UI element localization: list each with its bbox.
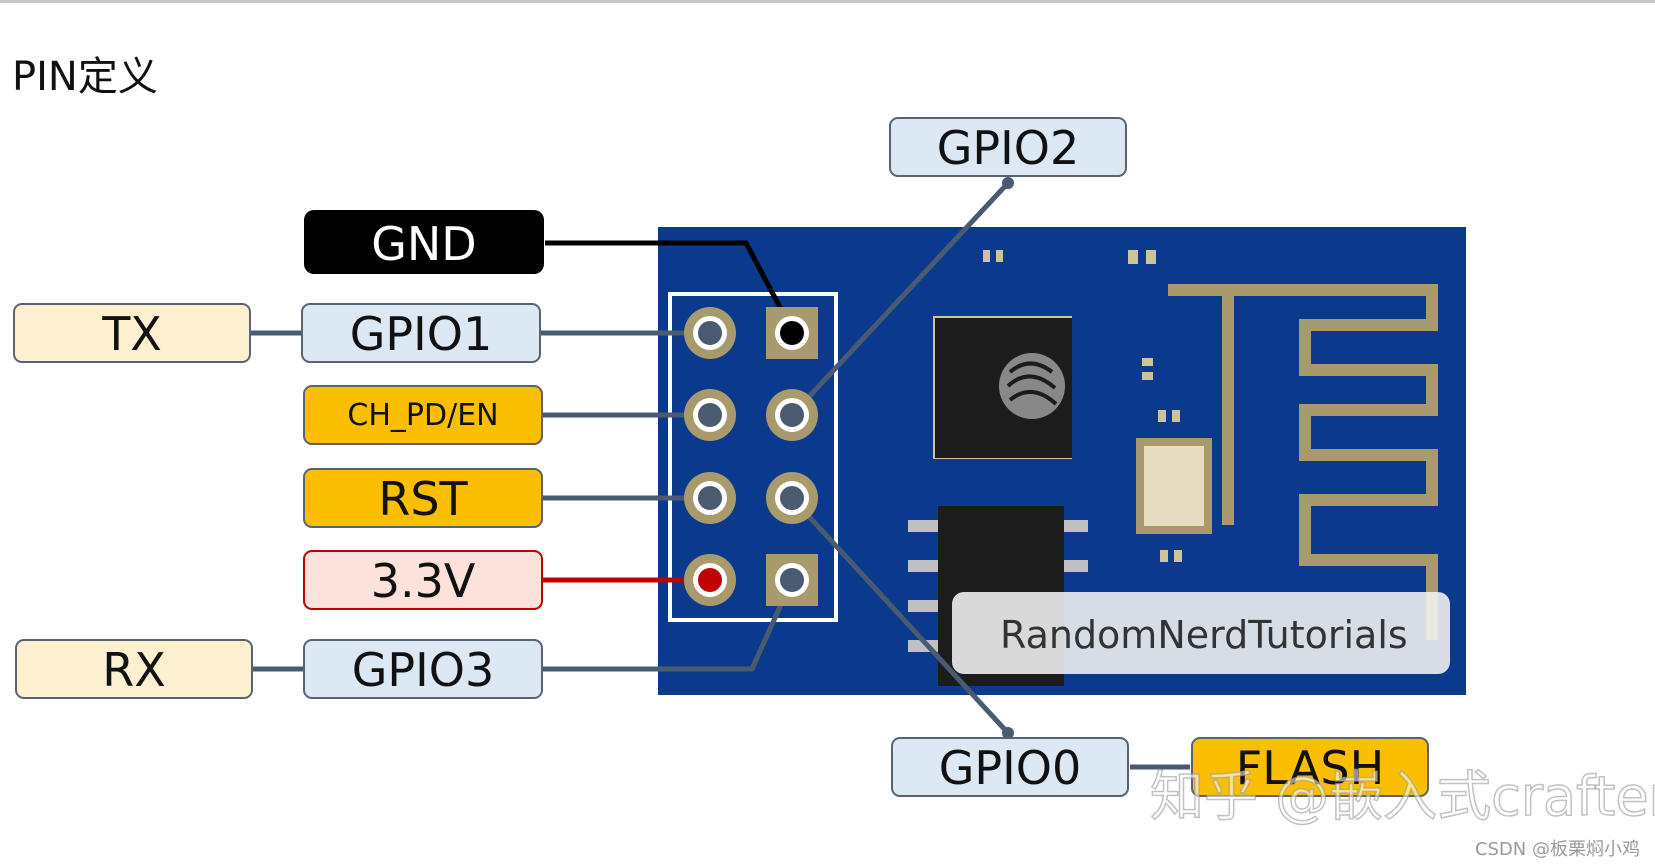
label-rst: RST [303, 468, 543, 528]
label-gnd: GND [304, 210, 544, 274]
top-rule [0, 0, 1655, 3]
label-3v3: 3.3V [303, 550, 543, 610]
label-gpio1: GPIO1 [301, 303, 541, 363]
watermark-csdn: CSDN @板栗焖小鸡 [1475, 839, 1640, 860]
pin-gpio2 [766, 389, 818, 441]
pin-gpio0 [766, 472, 818, 524]
watermark-zhihu: 知乎 @嵌入式crafter [1150, 765, 1655, 828]
wire-gpio2 [790, 181, 1010, 417]
board-watermark-panel [952, 592, 1450, 674]
header-pins [684, 307, 818, 606]
pin-rst [684, 472, 736, 524]
pin-gpio3 [766, 554, 818, 606]
page-heading: PIN定义 [12, 54, 158, 100]
label-rx-text: RX [102, 643, 165, 697]
smd-components [983, 250, 1182, 562]
label-flash: FLASH [1191, 737, 1429, 797]
label-flash-text: FLASH [1236, 741, 1384, 795]
pin-header-outline [668, 292, 838, 622]
wire-gnd [545, 240, 795, 332]
crystal-component [1136, 438, 1212, 534]
label-rst-text: RST [378, 472, 468, 526]
wire-gpio0 [790, 496, 1010, 735]
pin-ch-pd [684, 389, 736, 441]
label-gpio0-text: GPIO0 [939, 741, 1081, 795]
antenna-trace [1168, 284, 1438, 640]
esp-chip [925, 310, 1080, 465]
label-3v3-text: 3.3V [371, 554, 476, 608]
label-gpio0: GPIO0 [891, 737, 1129, 797]
label-ch-pd-text: CH_PD/EN [347, 398, 498, 433]
label-gnd-text: GND [371, 217, 476, 271]
label-gpio2-text: GPIO2 [937, 121, 1079, 175]
label-gpio3-text: GPIO3 [352, 643, 494, 697]
label-gpio1-text: GPIO1 [350, 307, 492, 361]
label-rx: RX [15, 639, 253, 699]
pin-gpio1 [684, 307, 736, 359]
board-watermark-text: RandomNerdTutorials [1000, 613, 1408, 657]
wire-gpio3 [540, 578, 795, 672]
label-gpio2: GPIO2 [889, 117, 1127, 177]
pin-3v3 [684, 554, 736, 606]
label-gpio3: GPIO3 [303, 639, 543, 699]
label-ch-pd: CH_PD/EN [303, 385, 543, 445]
label-tx-text: TX [101, 307, 162, 361]
pin-gnd [766, 307, 818, 359]
wires [250, 181, 1190, 770]
label-tx: TX [13, 303, 251, 363]
